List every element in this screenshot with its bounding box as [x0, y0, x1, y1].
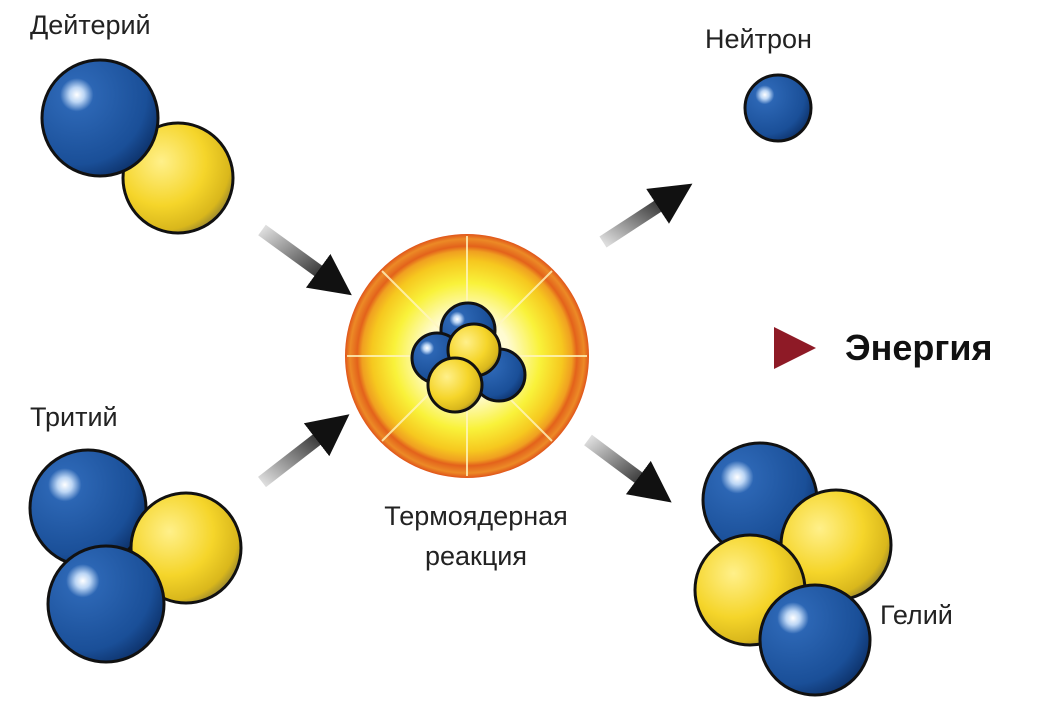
arrow-helium-out — [584, 434, 672, 503]
arrow-deuterium-in — [258, 224, 352, 296]
fusion-reaction — [345, 234, 589, 478]
proton-sphere — [758, 583, 872, 697]
helium-nucleus — [693, 441, 893, 697]
proton-sphere — [40, 58, 160, 178]
free-neutron — [743, 73, 813, 143]
label-energy: Энергия — [845, 327, 993, 368]
label-reaction-line2: реакция — [424, 541, 528, 571]
arrow-neutron-out — [599, 183, 693, 248]
neutron-sphere — [129, 491, 243, 605]
tritium-nucleus — [28, 448, 243, 664]
label-tritium: Тритий — [30, 402, 118, 432]
fused-nucleus — [410, 301, 527, 414]
label-helium: Гелий — [880, 600, 953, 630]
proton-sphere — [46, 544, 166, 664]
arrow-tritium-in — [258, 414, 350, 488]
label-reaction-line1: Термоядерная — [384, 501, 568, 531]
label-neutron: Нейтрон — [705, 24, 812, 54]
deuterium-nucleus — [40, 58, 235, 235]
label-deuterium: Дейтерий — [30, 10, 151, 40]
neutron-sphere — [121, 121, 235, 235]
